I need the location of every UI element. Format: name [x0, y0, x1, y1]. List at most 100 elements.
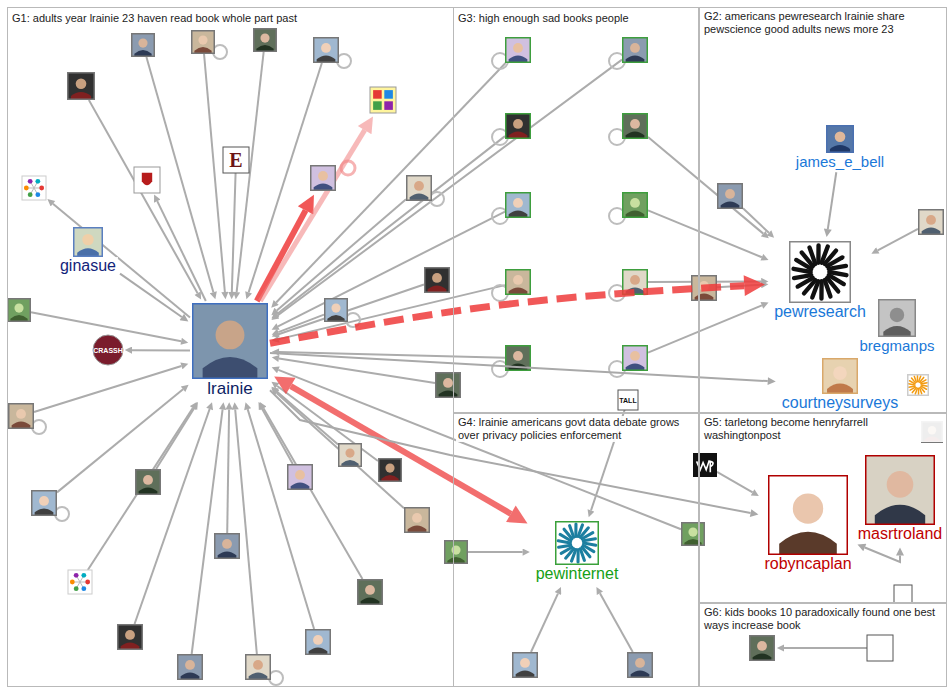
avatar-image	[618, 390, 638, 410]
vertex-node: james_e_bell	[792, 123, 888, 172]
vertex-label: masrtroland	[856, 525, 944, 543]
avatar-image	[135, 469, 161, 495]
vertex-node: courtneysurveys	[778, 356, 903, 414]
avatar-image	[357, 579, 383, 605]
avatar-image	[253, 28, 277, 52]
avatar-image	[918, 209, 944, 235]
avatar-image	[191, 30, 215, 54]
background-link	[34, 366, 181, 412]
background-link	[277, 60, 622, 316]
avatar-image	[555, 521, 599, 565]
vertex-label: pewinternet	[534, 565, 621, 583]
avatar-image	[192, 303, 268, 379]
vertex-node: lrainie	[190, 301, 270, 401]
background-links	[31, 52, 918, 654]
avatar-image	[681, 522, 705, 546]
group-heading: G3: high enough sad books people	[456, 12, 631, 25]
background-link	[468, 551, 523, 553]
avatar-image	[505, 269, 531, 295]
avatar-image	[7, 298, 31, 322]
network-edge	[270, 353, 768, 381]
avatar-image	[324, 298, 348, 322]
avatar-image	[313, 37, 339, 63]
avatar-image	[749, 635, 775, 661]
self-loop	[337, 54, 351, 68]
icon-text: CRASSH	[93, 347, 123, 354]
avatar-image	[424, 267, 450, 293]
background-link	[135, 409, 210, 624]
avatar-image	[134, 167, 160, 193]
avatar-image	[117, 624, 143, 650]
avatar-image	[627, 652, 653, 678]
network-edge	[270, 390, 751, 513]
background-link	[277, 386, 378, 461]
group-panel: G5: tarletong become henryfarrell washin…	[699, 413, 947, 603]
avatar-image	[622, 192, 648, 218]
network-edge	[828, 172, 837, 229]
background-link	[156, 408, 194, 469]
vertex-label: ginasue	[58, 257, 118, 275]
background-link	[600, 593, 633, 652]
group-panel: G2: americans pewresearch lrainie share …	[699, 7, 947, 413]
background-link	[235, 410, 257, 654]
background-link	[132, 349, 190, 351]
self-loop	[269, 671, 283, 685]
vertex-label: pewresearch	[772, 303, 868, 321]
avatar-image	[310, 165, 336, 191]
background-link	[262, 408, 293, 464]
avatar-image	[68, 570, 92, 594]
avatar-image	[878, 299, 916, 337]
background-link	[260, 130, 364, 301]
self-loop	[32, 420, 46, 434]
network-edge	[865, 548, 900, 562]
avatar-image	[435, 372, 461, 398]
avatar-image	[768, 475, 848, 555]
background-link	[277, 136, 505, 314]
background-link	[784, 647, 867, 649]
self-loop	[55, 507, 69, 521]
avatar-image	[338, 443, 362, 467]
avatar-image	[907, 374, 929, 396]
avatar-image	[822, 358, 858, 394]
background-link	[88, 408, 193, 570]
avatar-image	[31, 490, 57, 516]
group-heading: G6: kids books 10 paradoxically found on…	[702, 606, 946, 632]
group-heading: G2: americans pewresearch lrainie share …	[702, 10, 946, 36]
avatar-image	[223, 147, 249, 173]
avatar-image	[505, 37, 531, 63]
icon-text: E	[229, 150, 242, 170]
background-link	[227, 410, 229, 533]
vertex-node: pewresearch	[770, 239, 870, 323]
group-panel: G4: lrainie americans govt data debate g…	[453, 413, 699, 687]
avatar-image	[622, 113, 648, 139]
background-link	[157, 201, 206, 301]
avatar-image	[505, 113, 531, 139]
avatar-image	[826, 125, 854, 153]
avatar-image	[622, 37, 648, 63]
avatar-image	[93, 335, 123, 365]
group-panel: G3: high enough sad books people	[453, 7, 699, 413]
icon-text: TALL	[619, 397, 636, 404]
group-heading: G5: tarletong become henryfarrell washin…	[702, 416, 946, 442]
network-edge	[291, 386, 511, 514]
vertex-node: ginasue	[56, 225, 120, 277]
network-edge	[120, 274, 182, 317]
avatar-image	[305, 629, 331, 655]
avatar-image	[73, 227, 103, 257]
avatar-image	[378, 458, 402, 482]
background-link	[204, 54, 225, 292]
background-link	[278, 370, 681, 529]
background-link	[248, 409, 314, 629]
group-heading: G1: adults year lrainie 23 haven read bo…	[10, 12, 299, 25]
avatar-image	[894, 585, 912, 603]
background-link	[277, 391, 338, 444]
avatar-image	[287, 464, 313, 490]
background-link	[648, 305, 762, 352]
self-loops	[32, 45, 625, 685]
background-link	[53, 204, 190, 318]
avatar-image	[789, 241, 851, 303]
